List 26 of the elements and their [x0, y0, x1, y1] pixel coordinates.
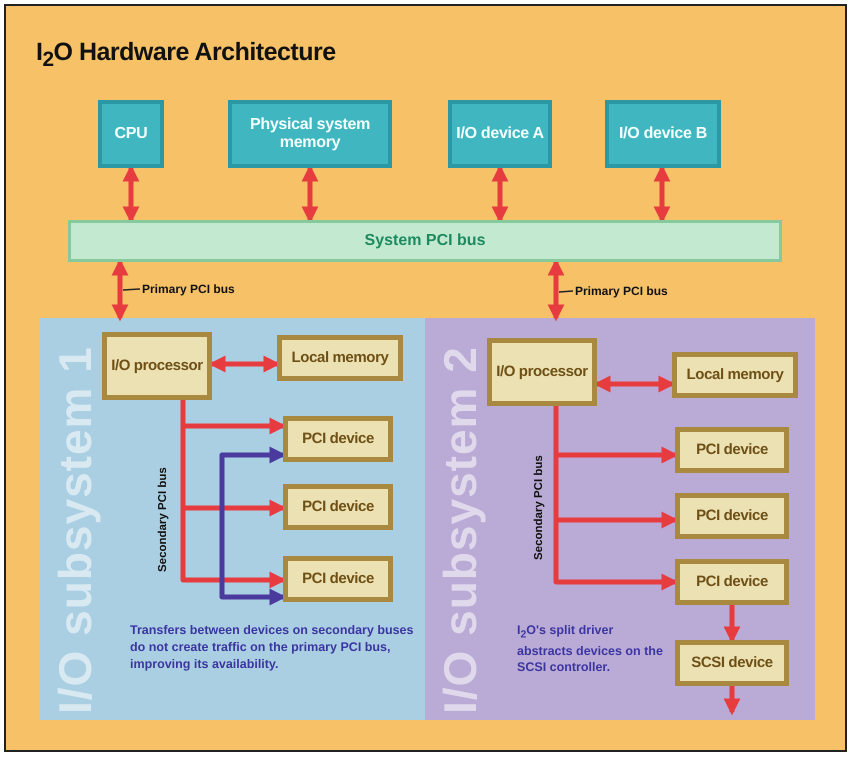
- component-box: PCI device: [283, 556, 393, 602]
- component-box: I/O processor: [487, 338, 597, 406]
- bus-bar: System PCI bus: [68, 220, 782, 262]
- component-box: I/O processor: [102, 332, 212, 400]
- bus-label: Secondary PCI bus: [157, 467, 169, 572]
- component-box: I/O device B: [605, 100, 721, 168]
- component-box: Local memory: [277, 335, 403, 381]
- component-box: Physical system memory: [228, 100, 392, 168]
- arrow: [724, 686, 740, 716]
- note-text: Transfers between devices on secondary buses do not create traffic on the primary PCI bus, improving its availability.: [130, 622, 414, 673]
- component-box: PCI device: [675, 427, 789, 473]
- subsystem-panel: [425, 318, 815, 720]
- component-box: PCI device: [283, 416, 393, 462]
- component-box: PCI device: [675, 559, 789, 605]
- component-box: PCI device: [283, 484, 393, 530]
- diagram-title: I$_{2}$O Hardware Architecture: [36, 38, 336, 72]
- edge-label: Primary PCI bus: [142, 282, 235, 296]
- component-box: I/O device A: [448, 100, 552, 168]
- subsystem-panel: [40, 318, 425, 720]
- component-box: PCI device: [675, 493, 789, 539]
- component-box: SCSI device: [675, 640, 789, 686]
- note-text: I$_{2}$O's split driver abstracts devices on the SCSI controller.: [517, 622, 664, 676]
- bus-label: Secondary PCI bus: [533, 455, 545, 560]
- component-box: Local memory: [672, 352, 798, 398]
- component-box: CPU: [98, 100, 164, 168]
- edge-label: Primary PCI bus: [575, 284, 668, 298]
